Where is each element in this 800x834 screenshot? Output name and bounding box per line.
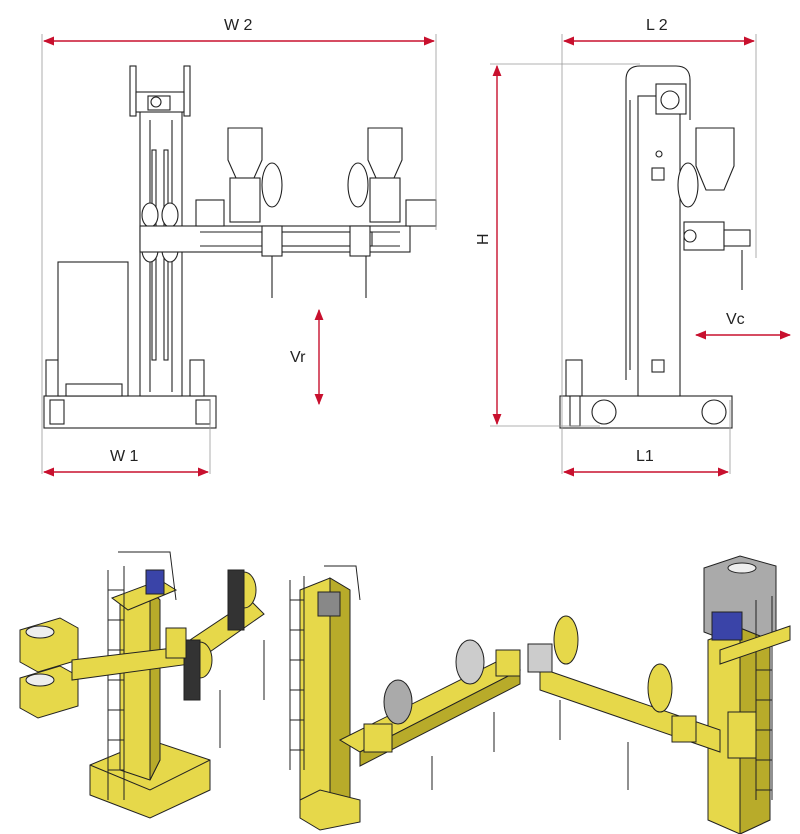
- wire-spool-3b: [647, 663, 673, 713]
- l1-label: L1: [636, 448, 654, 465]
- wire-spool-3a: [553, 615, 579, 665]
- front-wire-spool-left: [261, 162, 283, 208]
- w1-label: W 1: [110, 448, 139, 465]
- front-wire-hopper-right: [367, 127, 403, 179]
- feeder-box-1b: [19, 665, 79, 719]
- side-column: [637, 95, 681, 397]
- side-wire-hopper: [695, 127, 735, 191]
- front-wire-spool-right: [347, 162, 369, 208]
- motor-2: [317, 591, 341, 617]
- ladder-1: [107, 566, 125, 800]
- side-view: [559, 65, 751, 429]
- front-leveling-foot-right: [189, 359, 205, 397]
- motor-1: [145, 569, 165, 595]
- h-label: H: [475, 233, 492, 245]
- isometric-view-1: [19, 551, 265, 819]
- w2-label: W 2: [224, 17, 253, 34]
- front-view: [43, 65, 437, 429]
- dimension-lines: [41, 34, 792, 477]
- control-box-3: [727, 711, 757, 759]
- feeder-box-1a: [19, 617, 79, 673]
- wire-spool-2a: [383, 679, 413, 725]
- motor-3: [711, 611, 743, 641]
- vr-label: Vr: [290, 349, 306, 366]
- ladder-2: [289, 576, 305, 770]
- wire-spool-2b: [455, 639, 485, 685]
- vc-label: Vc: [726, 311, 745, 328]
- isometric-view-3: [527, 555, 791, 834]
- front-control-cabinet: [57, 261, 129, 397]
- front-wire-hopper-left: [227, 127, 263, 179]
- l2-label: L 2: [646, 17, 668, 34]
- front-base: [43, 395, 217, 429]
- isometric-view-2: [289, 565, 522, 831]
